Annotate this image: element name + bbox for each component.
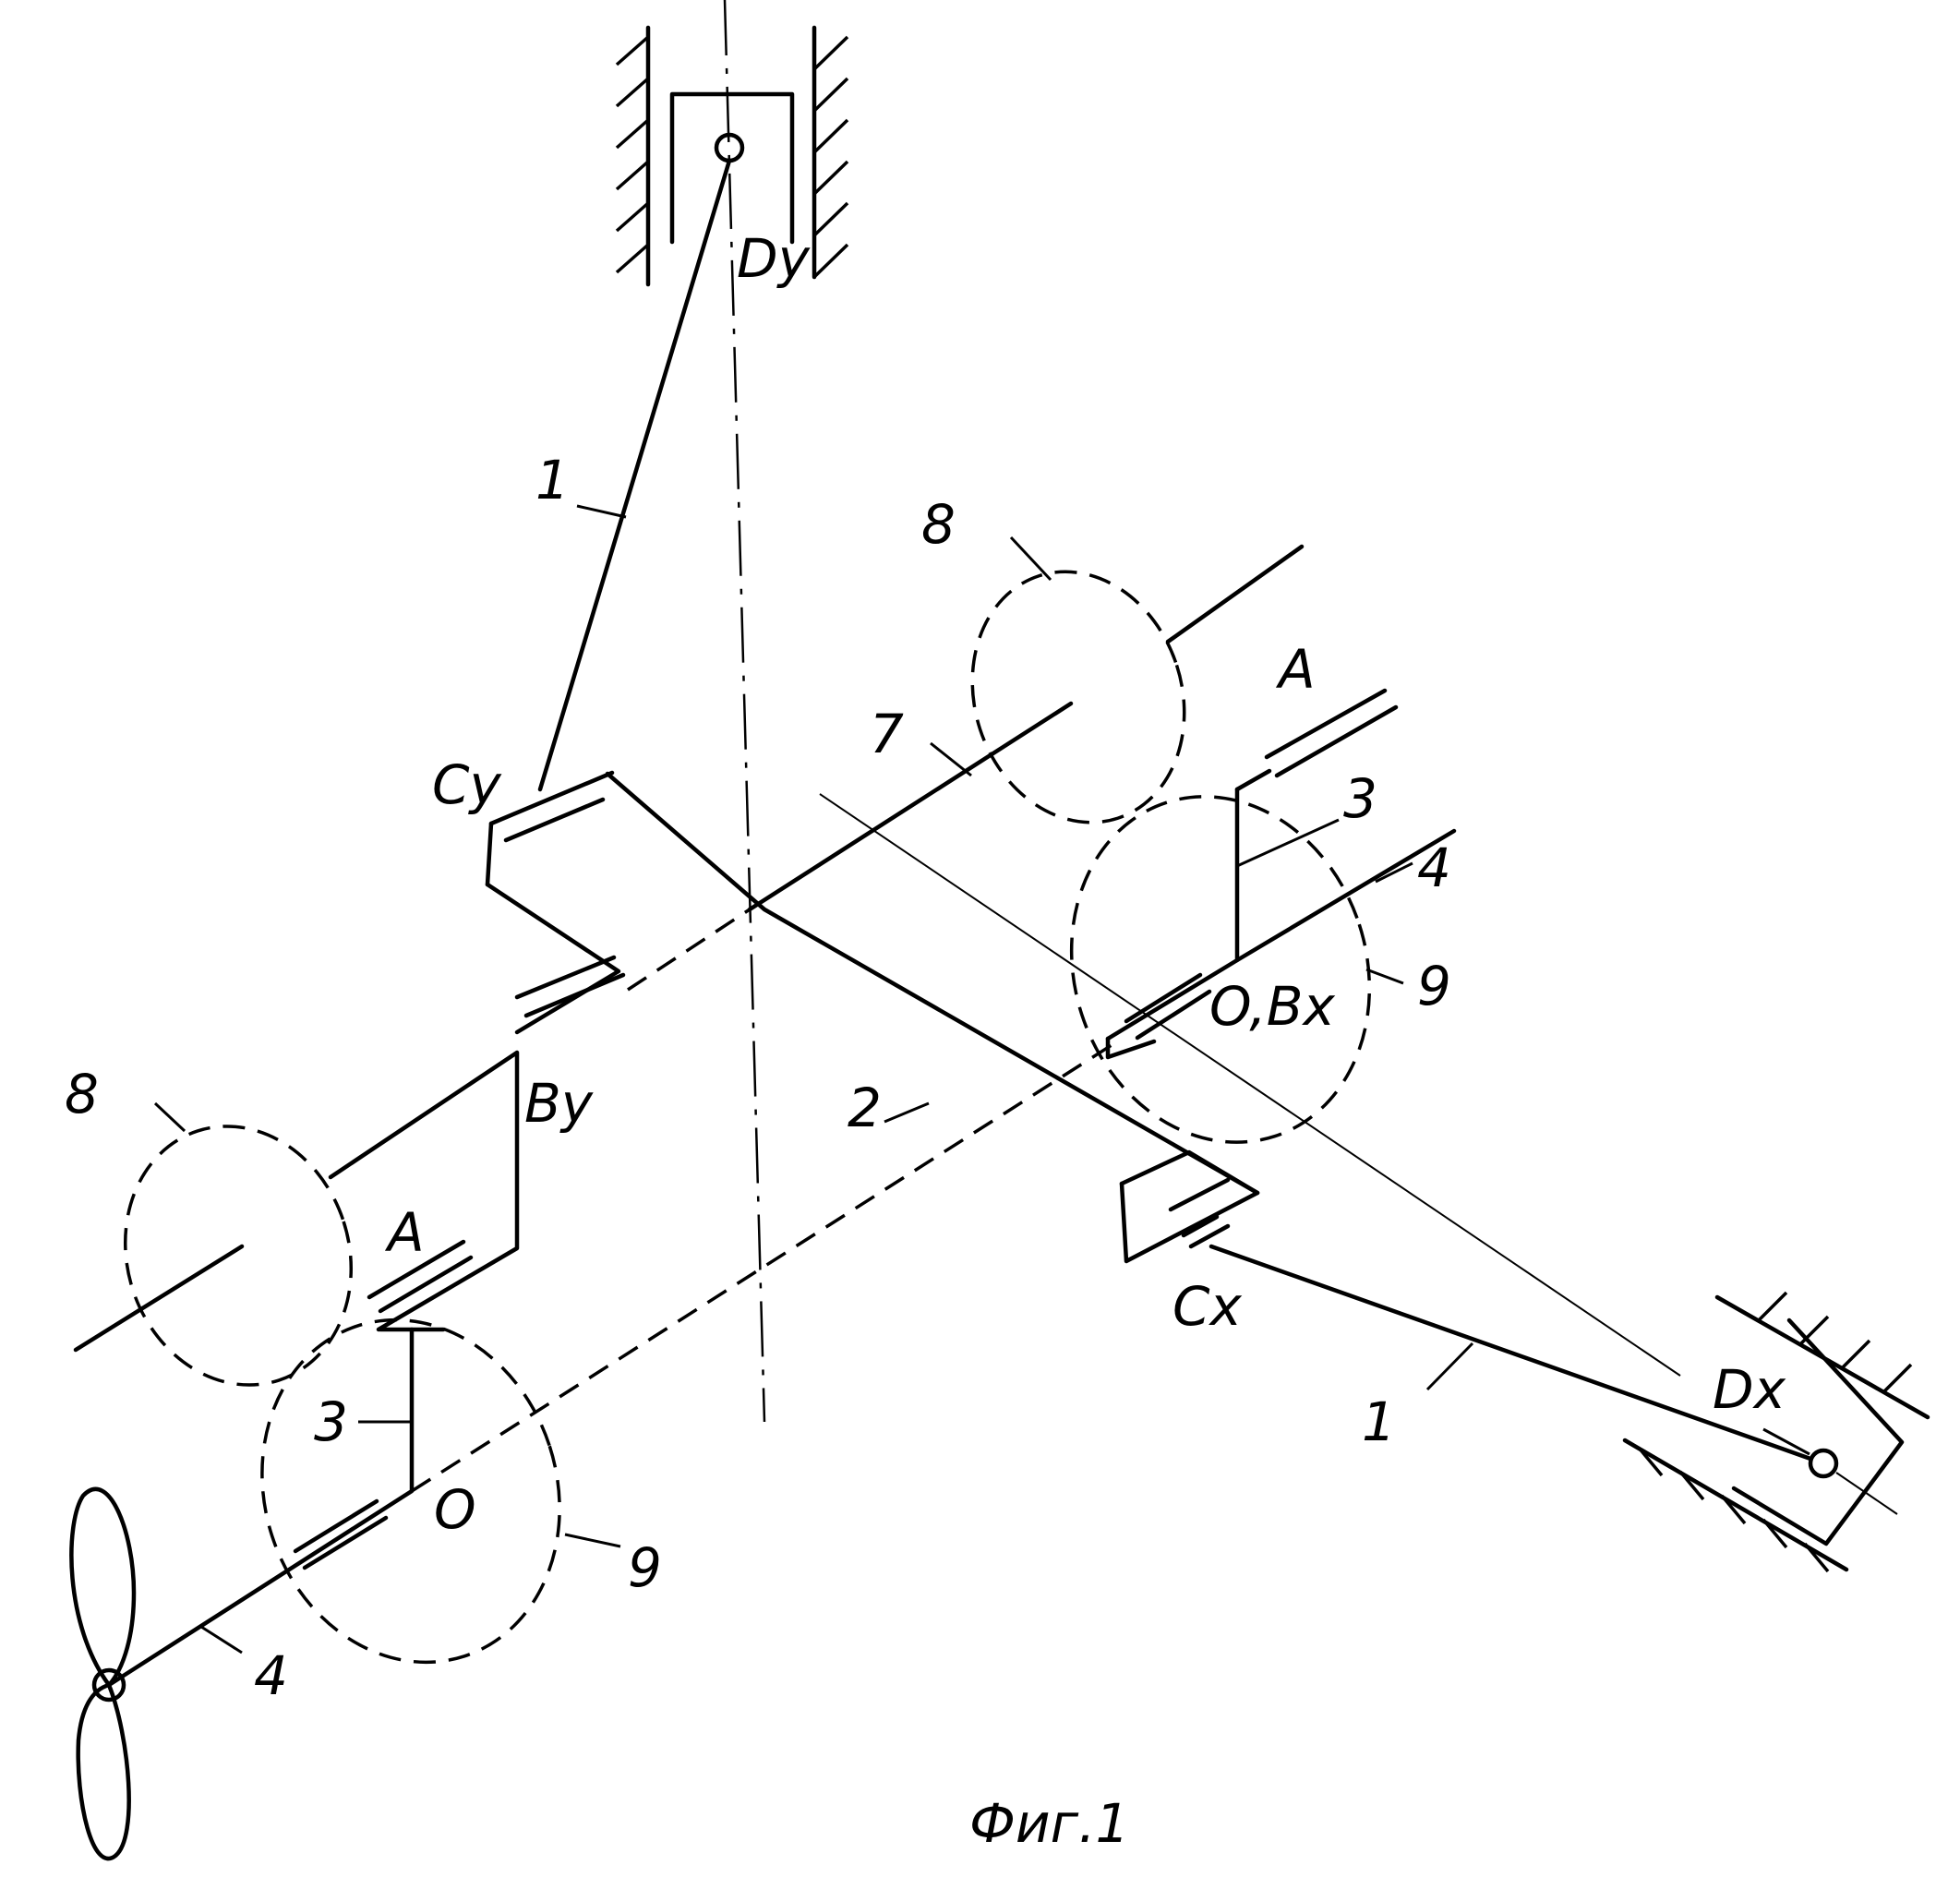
label-dx: Dx xyxy=(1713,1358,1786,1421)
gear-9-left xyxy=(260,1318,561,1665)
gear-9-right xyxy=(1069,795,1372,1144)
crank-upper xyxy=(485,701,1260,1196)
label-a-left: A xyxy=(384,1201,425,1264)
label-7: 7 xyxy=(870,703,904,765)
figure-caption: Фиг.1 xyxy=(969,1792,1129,1855)
gear-8-top xyxy=(970,570,1186,824)
label-by: By xyxy=(524,1072,594,1135)
propeller-blade-top xyxy=(69,1486,137,1688)
label-o-bx: O,Bx xyxy=(1209,975,1336,1038)
label-9-right: 9 xyxy=(1417,955,1451,1017)
labels: Dy Cy By A A O O,Bx Cx Dx 1 1 2 3 3 4 4 … xyxy=(65,227,1786,1855)
right-guide xyxy=(1622,1291,1930,1573)
rod-1-top xyxy=(537,158,732,792)
crank-throw-by xyxy=(328,1050,520,1332)
propeller-hub xyxy=(91,1667,126,1703)
top-guide xyxy=(615,25,849,287)
label-cy: Cy xyxy=(432,753,501,816)
right-shaft xyxy=(1105,688,1457,1060)
rod-1-bottom xyxy=(1208,1244,1813,1462)
label-3-left: 3 xyxy=(314,1390,348,1453)
label-4-right: 4 xyxy=(1417,836,1451,899)
label-8-left: 8 xyxy=(65,1063,99,1125)
label-3-right: 3 xyxy=(1343,767,1377,830)
piston-dy xyxy=(669,91,795,245)
label-1-top: 1 xyxy=(535,449,570,511)
label-cx: Cx xyxy=(1172,1275,1242,1338)
label-2: 2 xyxy=(848,1077,882,1139)
piston-dx xyxy=(1731,1318,1905,1546)
leader-lines xyxy=(153,504,1810,1654)
label-9-left: 9 xyxy=(628,1536,662,1599)
label-8-top: 8 xyxy=(921,493,956,556)
gear-8-left xyxy=(123,1125,354,1387)
diagonal-axis xyxy=(819,793,1681,1377)
pin-dx xyxy=(1808,1448,1839,1479)
label-1-bottom: 1 xyxy=(1362,1390,1396,1453)
label-o-left: O xyxy=(434,1478,476,1541)
crank-lower xyxy=(1119,1149,1260,1264)
label-a-top: A xyxy=(1275,638,1316,701)
label-4-left: 4 xyxy=(254,1644,288,1707)
vertical-axis xyxy=(723,0,766,1423)
propeller-blade-bottom xyxy=(76,1682,131,1861)
left-shaft xyxy=(69,1037,1123,1861)
label-dy: Dy xyxy=(737,227,811,290)
